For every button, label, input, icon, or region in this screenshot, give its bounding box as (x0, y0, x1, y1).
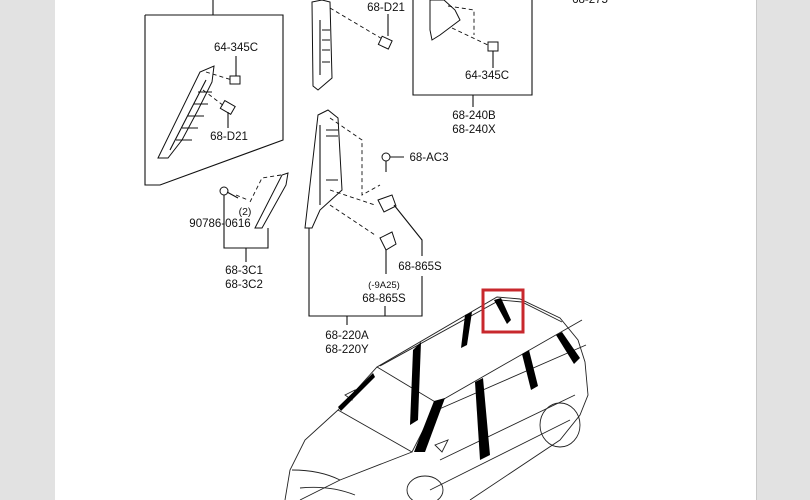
label-68-d21-top: 68-D21 (367, 2, 405, 14)
label-64-345c: 64-345C (214, 42, 258, 54)
label-68-240x: 68-240X (452, 124, 496, 136)
c-pillar-mark (522, 350, 538, 390)
upper-pillar-part (311, 0, 393, 91)
highlighted-pillar-mark (494, 298, 511, 324)
b-pillar-group: 68-AC3 68-865S (-9A25) 68-865S 68-220A 6… (304, 109, 449, 356)
label-68-865s-lower: 68-865S (362, 293, 406, 305)
clip-icon (229, 75, 241, 85)
b-pillar-mark-front (410, 342, 421, 425)
b-pillar-mark-side (475, 378, 490, 460)
label-68-220y: 68-220Y (325, 344, 369, 356)
clip-icon (487, 41, 499, 52)
b-pillar-trim (304, 109, 343, 229)
vehicle-illustration (284, 288, 589, 500)
trim-part (254, 172, 289, 229)
label-68-865s-upper: 68-865S (398, 261, 442, 273)
label-backdrop (364, 0, 408, 13)
a-pillar-trim (157, 65, 215, 159)
a-pillar-group: 64-345C 68-D21 (144, 0, 284, 186)
trim-group: (2) 90786-0616 68-3C1 68-3C2 (189, 172, 289, 291)
label-68-275-top: 68-275 (572, 0, 608, 6)
a-pillar-mark (414, 398, 445, 452)
windshield-trim (338, 373, 375, 411)
label-68-220a: 68-220A (325, 330, 369, 342)
clip-icon (377, 35, 393, 50)
anchor-icon (379, 231, 397, 251)
pillar-mark-roof (461, 312, 472, 348)
label-68-240b: 68-240B (452, 110, 496, 122)
label-64-345c-rear: 64-345C (465, 70, 509, 82)
label-68-3c2: 68-3C2 (225, 279, 263, 291)
diagram-sheet (55, 0, 757, 500)
d-pillar-mark (556, 332, 580, 364)
label-68-3c1: 68-3C1 (225, 265, 263, 277)
label-90786-0616: 90786-0616 (189, 218, 250, 230)
label-68-d21: 68-D21 (210, 131, 248, 143)
bolt-icon (219, 186, 229, 196)
anchor-icon (377, 194, 397, 213)
label-9a25: (-9A25) (368, 280, 400, 291)
screw-icon (381, 152, 391, 162)
highlight-box (481, 288, 525, 334)
label-bolt-qty: (2) (239, 206, 252, 218)
label-68-ac3: 68-AC3 (410, 152, 449, 164)
rear-pillar-group: 64-345C 68-240B 68-240X (412, 0, 533, 136)
